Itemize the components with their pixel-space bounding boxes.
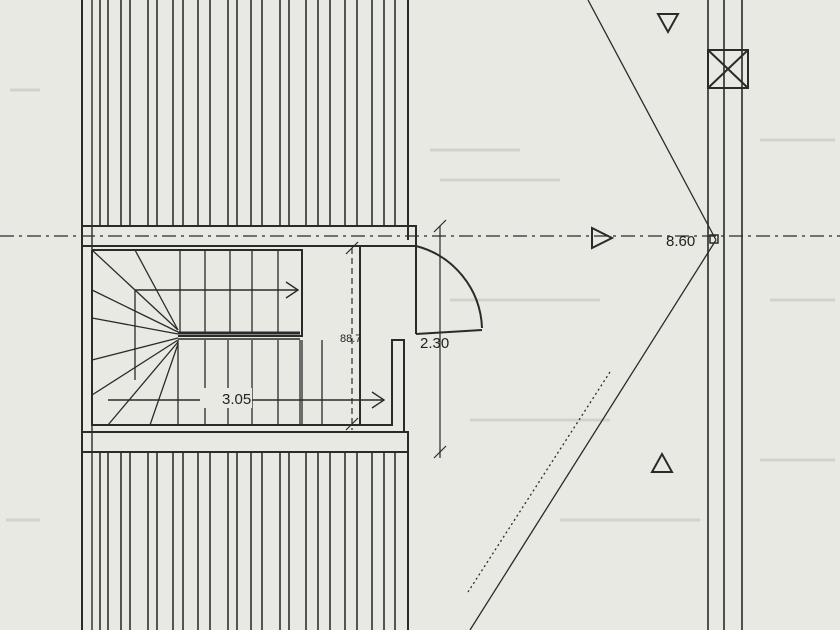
stair-treads (177, 250, 323, 425)
triangle-down-icon (656, 13, 680, 35)
stair-length-label: 3.05 (222, 391, 251, 408)
slope-lines (467, 0, 717, 630)
label-mask-length (200, 388, 252, 408)
landing-partial-label: 88.7 (340, 333, 361, 345)
wall-right-edge (707, 0, 743, 630)
crossed-box-icon (707, 49, 749, 89)
dimension-lines (345, 219, 447, 459)
faint-bleed-through (6, 88, 835, 522)
triangle-up-icon (650, 451, 674, 473)
elevation-point-marker (709, 234, 719, 244)
stair-height-label: 2.30 (420, 335, 449, 352)
door-swing (415, 245, 483, 335)
stair-winders (91, 249, 179, 426)
elevation-label: 8.60 (666, 233, 695, 250)
triangle-right-icon (591, 226, 615, 250)
hatched-slab-top (99, 0, 396, 226)
hatched-slab-bottom (99, 452, 396, 630)
